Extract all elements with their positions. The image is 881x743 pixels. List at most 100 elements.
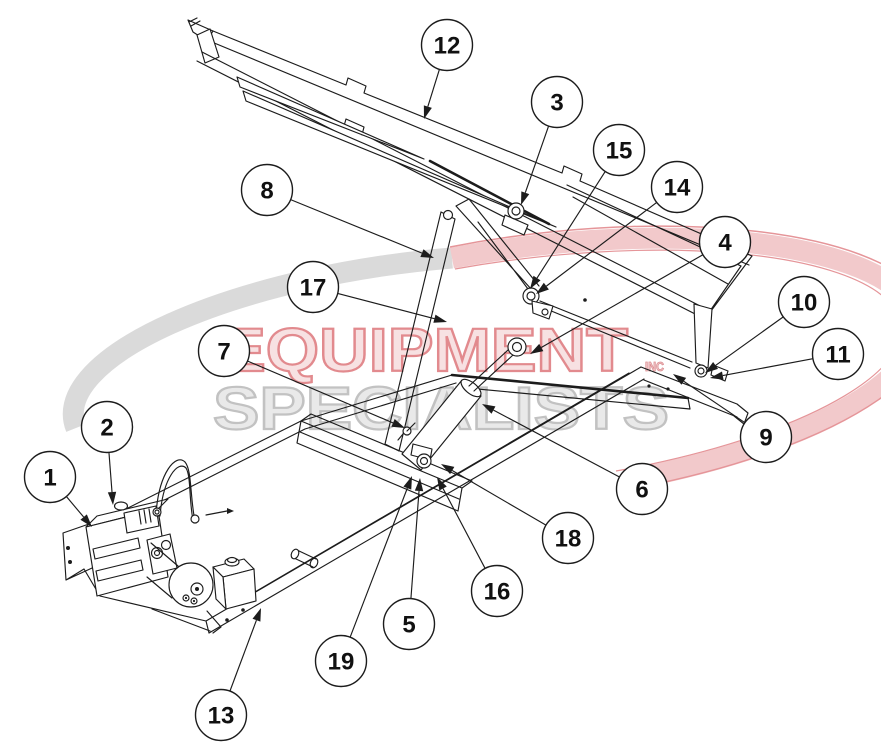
- lift-mechanism: [384, 209, 554, 471]
- leader-arrowhead-15: [530, 275, 541, 289]
- swoosh-red-arc: [450, 227, 881, 491]
- leader-arrowhead-14: [536, 282, 549, 294]
- leader-arrowhead-1: [80, 514, 92, 527]
- callout-number-8: 8: [260, 178, 273, 205]
- callout-circle-17: [286, 260, 340, 314]
- callout-circle-9: [739, 410, 793, 464]
- leader-line-15: [536, 171, 606, 279]
- callout-2: 2: [80, 400, 134, 505]
- bed-end-cap: [196, 28, 220, 64]
- leader-arrowhead-5: [414, 478, 424, 492]
- callout-number-7: 7: [217, 339, 230, 366]
- callout-circle-11: [811, 327, 865, 381]
- leader-arrowhead-2: [107, 491, 117, 505]
- leader-line-1: [65, 496, 85, 518]
- callout-number-6: 6: [635, 477, 648, 504]
- leader-arrowhead-6: [482, 404, 496, 414]
- callout-14: 14: [536, 160, 704, 294]
- callout-1: 1: [23, 450, 92, 527]
- swoosh-red-outer-edge: [449, 225, 881, 488]
- callout-12: 12: [420, 18, 474, 119]
- callout-11: 11: [710, 327, 865, 381]
- callout-17: 17: [286, 260, 447, 323]
- filler-cap: [113, 501, 129, 511]
- leader-line-10: [715, 316, 784, 366]
- callout-circle-1: [23, 450, 77, 504]
- dump-trailer-drawing: [62, 17, 753, 634]
- callout-number-14: 14: [664, 175, 691, 202]
- dump-bed: [187, 17, 753, 382]
- bed-roller: [501, 202, 529, 236]
- leader-arrowhead-11: [710, 371, 724, 380]
- callout-16: 16: [437, 477, 524, 618]
- leader-arrowhead-7: [391, 419, 405, 428]
- callout-number-11: 11: [825, 342, 850, 369]
- callout-number-13: 13: [208, 703, 235, 730]
- callout-circle-16: [470, 564, 524, 618]
- leader-arrowhead-19: [403, 476, 412, 490]
- leader-line-4: [540, 254, 704, 349]
- leader-line-3: [524, 125, 550, 193]
- pump-assembly: [85, 459, 234, 608]
- leader-arrowhead-16: [437, 477, 447, 491]
- callout-10: 10: [705, 275, 831, 373]
- pump-label: [123, 505, 160, 534]
- callout-18: 18: [441, 464, 595, 565]
- leader-line-9: [683, 380, 746, 424]
- leader-line-16: [442, 488, 486, 569]
- callout-circle-14: [650, 160, 704, 214]
- callout-8: 8: [240, 163, 434, 258]
- callout-number-12: 12: [434, 33, 461, 60]
- callout-3: 3: [521, 75, 584, 205]
- leader-arrowhead-8: [420, 249, 434, 258]
- callout-circle-18: [541, 511, 595, 565]
- callout-number-4: 4: [718, 230, 732, 257]
- callout-number-19: 19: [328, 649, 355, 676]
- callout-number-5: 5: [402, 612, 415, 639]
- leader-line-2: [108, 452, 113, 493]
- hydraulic-hose: [155, 459, 187, 517]
- callout-number-17: 17: [300, 275, 327, 302]
- callout-4: 4: [530, 215, 752, 354]
- callout-7: 7: [197, 324, 405, 428]
- leader-arrowhead-9: [673, 374, 687, 385]
- leader-line-14: [546, 201, 658, 287]
- callout-circle-4: [698, 215, 752, 269]
- callout-circle-15: [592, 123, 646, 177]
- leader-arrowhead-17: [433, 314, 447, 323]
- callout-15: 15: [530, 123, 646, 289]
- leader-arrowhead-12: [423, 105, 432, 119]
- callout-19: 19: [314, 476, 412, 688]
- callout-circle-6: [615, 462, 669, 516]
- callout-number-10: 10: [791, 290, 818, 317]
- callout-number-15: 15: [606, 138, 633, 165]
- leader-arrowhead-3: [521, 191, 530, 205]
- leader-line-18: [451, 470, 547, 526]
- callout-circle-8: [240, 163, 294, 217]
- callout-13: 13: [194, 608, 261, 742]
- callout-5: 5: [382, 478, 436, 651]
- leader-arrowhead-13: [252, 608, 261, 622]
- leader-arrowhead-10: [705, 362, 719, 373]
- leader-line-13: [229, 619, 257, 692]
- callout-circle-7: [197, 324, 251, 378]
- frame: [62, 366, 749, 634]
- pump-motor: [168, 562, 214, 608]
- callout-circle-3: [530, 75, 584, 129]
- lift-arm: [384, 211, 456, 452]
- bed-side-board: [236, 76, 425, 160]
- leader-arrowhead-4: [530, 343, 544, 354]
- callout-9: 9: [673, 374, 793, 464]
- leader-line-7: [247, 360, 394, 424]
- watermark-line1: EQUIPMENT: [220, 316, 628, 384]
- callout-circle-12: [420, 18, 474, 72]
- cylinder-rod: [468, 349, 514, 392]
- callout-6: 6: [482, 404, 669, 516]
- callout-number-1: 1: [43, 465, 56, 492]
- callout-number-16: 16: [484, 579, 511, 606]
- leader-line-19: [349, 487, 408, 638]
- callout-number-9: 9: [759, 425, 772, 452]
